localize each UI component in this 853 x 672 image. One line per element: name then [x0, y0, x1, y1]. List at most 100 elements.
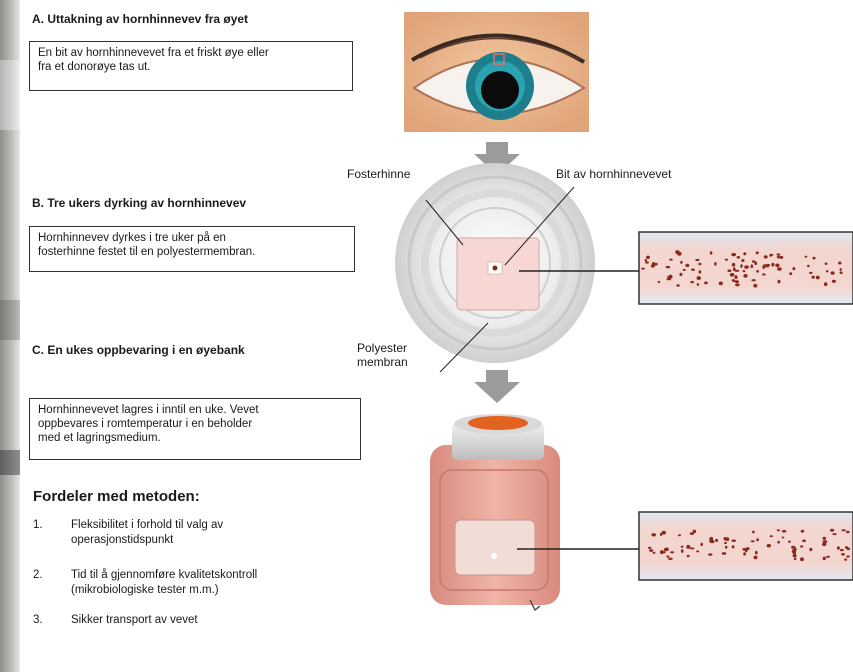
- cell-nucleus: [690, 547, 695, 549]
- tissue-section-stored: [639, 512, 853, 580]
- storage-jar: [430, 414, 560, 610]
- cell-nucleus: [641, 268, 645, 270]
- cell-nucleus: [767, 264, 770, 266]
- cell-nucleus: [777, 267, 782, 270]
- cell-nucleus: [777, 541, 780, 544]
- cell-nucleus: [840, 268, 842, 271]
- cell-nucleus: [754, 556, 758, 560]
- cell-nucleus: [734, 275, 737, 279]
- cell-nucleus: [678, 534, 681, 536]
- tissue-section-cultured: [639, 232, 853, 304]
- cell-nucleus: [811, 276, 815, 279]
- cell-nucleus: [825, 263, 828, 265]
- cell-nucleus: [844, 558, 847, 560]
- cell-nucleus: [683, 269, 686, 271]
- cell-nucleus: [699, 270, 702, 273]
- cell-nucleus: [675, 250, 679, 254]
- cell-nucleus: [846, 531, 850, 533]
- cell-nucleus: [830, 529, 834, 532]
- cell-nucleus: [800, 557, 804, 561]
- cell-nucleus: [794, 552, 796, 555]
- cell-nucleus: [653, 552, 656, 554]
- cell-nucleus: [777, 256, 781, 258]
- cell-nucleus: [771, 263, 774, 267]
- cell-nucleus: [715, 539, 718, 542]
- cell-nucleus: [805, 256, 808, 258]
- cell-nucleus: [719, 282, 723, 286]
- cell-nucleus: [669, 275, 673, 279]
- cell-nucleus: [735, 270, 740, 272]
- cell-nucleus: [756, 251, 759, 254]
- cell-nucleus: [731, 253, 736, 256]
- cell-nucleus: [743, 274, 747, 278]
- cell-nucleus: [725, 259, 728, 261]
- cell-nucleus: [838, 262, 841, 265]
- eye-illustration: [404, 12, 589, 132]
- cell-nucleus: [756, 270, 759, 273]
- cell-nucleus: [666, 556, 669, 558]
- cell-nucleus: [753, 284, 757, 288]
- cell-nucleus: [794, 557, 797, 560]
- cell-nucleus: [645, 261, 649, 263]
- cell-nucleus: [691, 269, 695, 271]
- cell-nucleus: [670, 551, 674, 553]
- cell-nucleus: [714, 262, 717, 266]
- cell-nucleus: [704, 282, 708, 285]
- cell-nucleus: [700, 543, 703, 546]
- cell-nucleus: [743, 552, 746, 555]
- cell-nucleus: [769, 254, 772, 257]
- cell-nucleus: [801, 530, 805, 533]
- cell-nucleus: [800, 545, 803, 547]
- cell-nucleus: [840, 549, 844, 551]
- cell-nucleus: [775, 264, 779, 268]
- cell-nucleus: [812, 257, 815, 260]
- cell-nucleus: [762, 273, 766, 275]
- cell-nucleus: [662, 531, 667, 535]
- cell-nucleus: [697, 276, 701, 280]
- cell-nucleus: [816, 276, 820, 280]
- cell-nucleus: [660, 550, 664, 554]
- cell-nucleus: [743, 252, 746, 255]
- cell-nucleus: [695, 259, 699, 261]
- cell-nucleus: [751, 264, 754, 268]
- cell-nucleus: [679, 273, 682, 276]
- cell-nucleus: [826, 270, 829, 272]
- cell-nucleus: [841, 553, 845, 556]
- cell-nucleus: [741, 259, 744, 262]
- cell-nucleus: [743, 548, 747, 551]
- cell-nucleus: [687, 555, 690, 558]
- cell-nucleus: [724, 542, 727, 544]
- cell-nucleus: [664, 548, 667, 551]
- cell-nucleus: [734, 280, 737, 282]
- cell-nucleus: [693, 530, 697, 534]
- cell-nucleus: [696, 550, 699, 552]
- cell-nucleus: [658, 281, 661, 283]
- cell-nucleus: [777, 529, 780, 531]
- cell-nucleus: [649, 549, 653, 552]
- cell-nucleus: [676, 284, 679, 286]
- cell-nucleus: [767, 544, 771, 547]
- cell-nucleus: [725, 546, 728, 549]
- cell-nucleus: [645, 259, 648, 262]
- cell-nucleus: [685, 264, 689, 267]
- cell-nucleus: [823, 537, 827, 540]
- cell-nucleus: [652, 262, 655, 266]
- cell-nucleus: [668, 558, 673, 560]
- cell-nucleus: [732, 263, 736, 267]
- cell-nucleus: [690, 281, 694, 283]
- cell-nucleus: [681, 549, 684, 553]
- cell-nucleus: [823, 557, 826, 561]
- cell-nucleus: [708, 553, 712, 555]
- cell-nucleus: [846, 555, 849, 557]
- cell-nucleus: [788, 541, 791, 543]
- cell-nucleus: [831, 271, 835, 274]
- cell-nucleus: [762, 265, 765, 269]
- cell-nucleus: [730, 273, 735, 277]
- cell-nucleus: [809, 548, 812, 551]
- cell-nucleus: [841, 529, 845, 531]
- cell-nucleus: [698, 263, 701, 265]
- cell-nucleus: [752, 260, 755, 262]
- cell-nucleus: [710, 251, 713, 254]
- cell-nucleus: [646, 256, 650, 259]
- cell-nucleus: [782, 537, 785, 539]
